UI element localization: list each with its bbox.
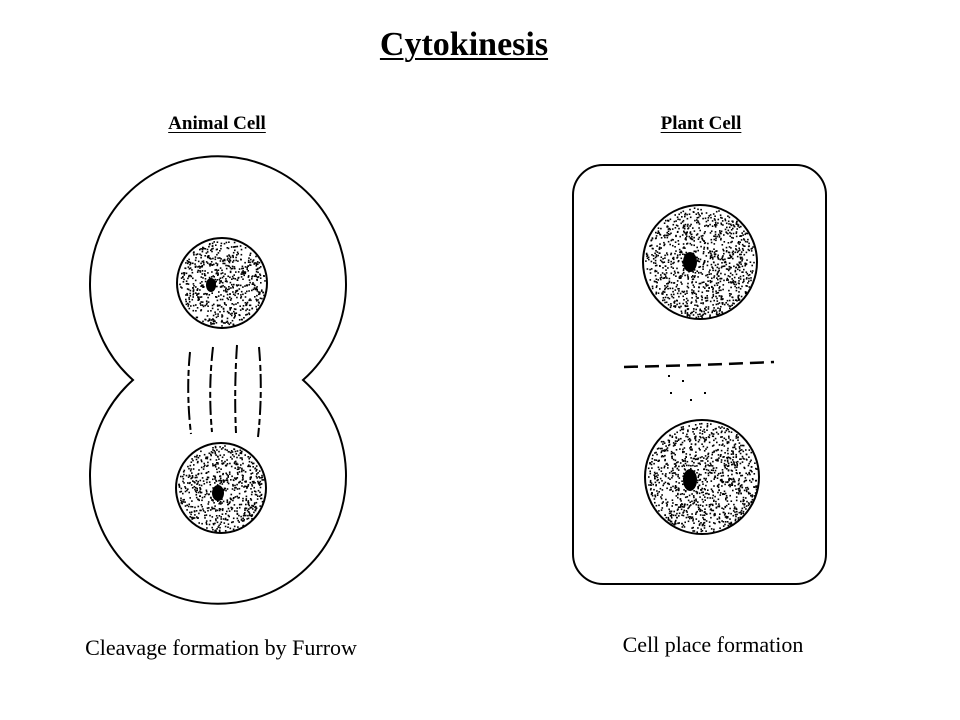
animal-lower-nucleolus [212, 485, 224, 501]
plant-cell-heading: Plant Cell [660, 113, 742, 134]
spindle-fibers [187, 344, 262, 438]
plant-cell-wall [572, 164, 827, 585]
plant-upper-nucleus [642, 204, 758, 320]
animal-lower-nucleus [175, 442, 267, 534]
animal-upper-nucleus [176, 237, 268, 329]
plant-upper-nucleolus [683, 252, 697, 272]
animal-upper-nucleolus [206, 278, 216, 292]
plant-cell-caption: Cell place formation [622, 632, 804, 657]
plant-lower-nucleus [644, 419, 760, 535]
animal-cell-caption: Cleavage formation by Furrow [85, 635, 357, 660]
cell-plate [623, 360, 775, 369]
plant-lower-nucleolus [683, 469, 697, 491]
nucleus-stipple [647, 422, 758, 533]
animal-cell-heading: Animal Cell [168, 113, 266, 134]
page-title: Cytokinesis [379, 26, 549, 63]
nucleus-stipple [179, 241, 266, 327]
cell-plate-vesicles [668, 375, 706, 401]
animal-cell-membrane [89, 155, 347, 605]
nucleus-stipple [178, 445, 265, 533]
